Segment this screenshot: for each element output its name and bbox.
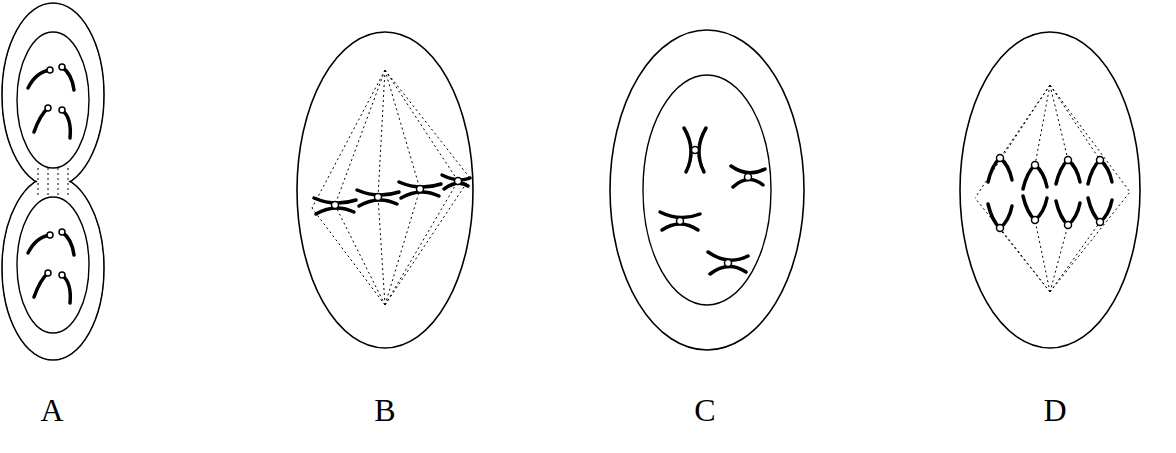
telophase-cell: [2, 3, 104, 360]
stage-letter: B: [374, 394, 395, 426]
anaphase-cell: [960, 32, 1140, 348]
stage-letter: C: [694, 394, 715, 426]
prophase-cell: [610, 30, 804, 350]
stage-letter: A: [40, 394, 63, 426]
metaphase-cell: [297, 32, 473, 348]
stage-letter: D: [1043, 394, 1066, 426]
